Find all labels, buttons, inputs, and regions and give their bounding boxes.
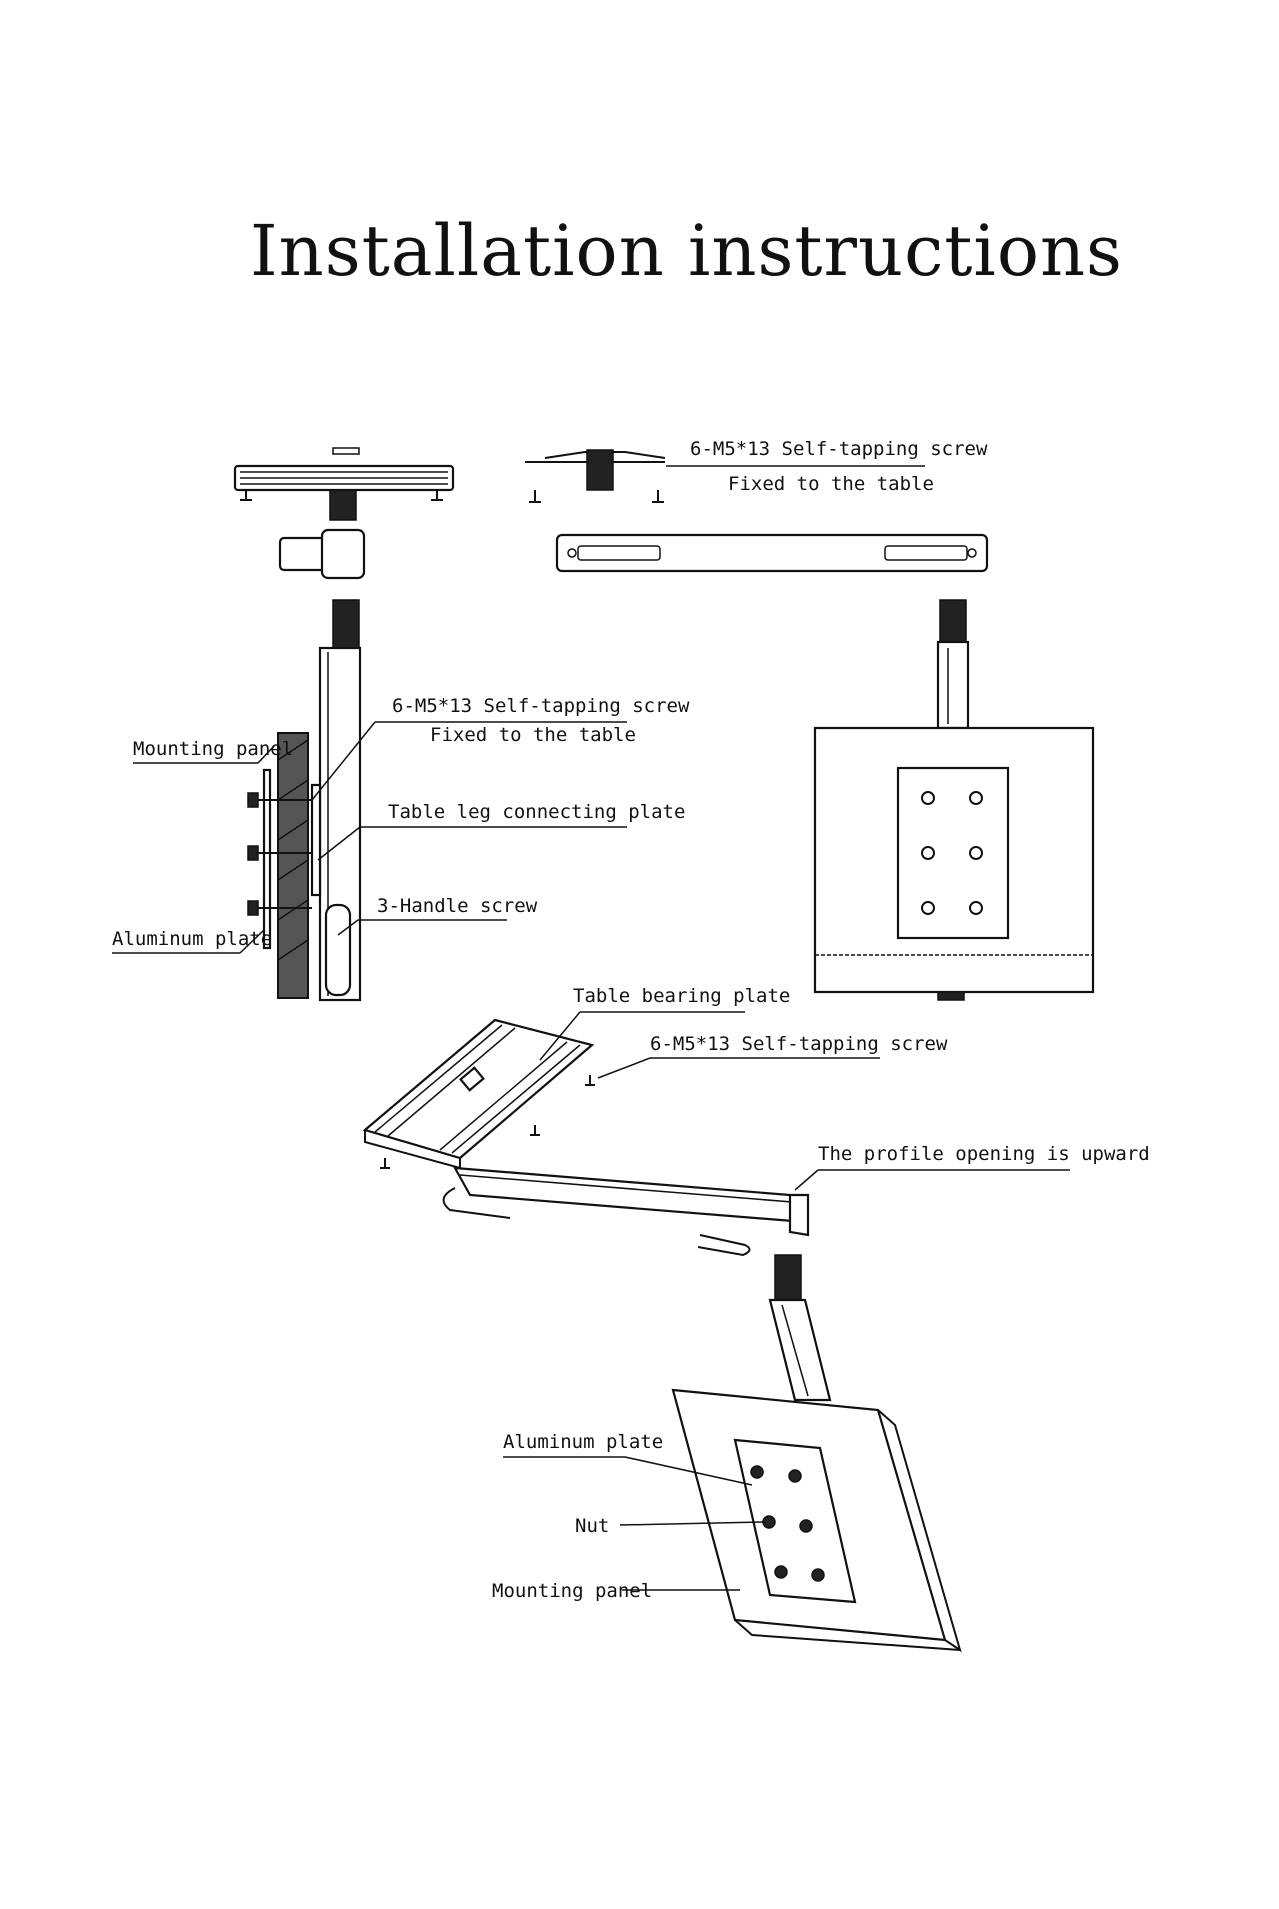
screw-icon [585,1075,595,1086]
threaded-shaft [329,489,357,521]
mid-screw-label: 6-M5*13 Self-tapping screw [392,695,690,717]
aluminum-plate-left-label: Aluminum plate [112,928,272,950]
mounting-panel-bottom-label: Mounting panel [492,1580,652,1602]
screw-icon [240,490,252,501]
top-left-assembly [233,447,455,649]
leg-tube-iso [768,1298,832,1402]
cap-marker [332,447,360,455]
top-fixed-label: Fixed to the table [728,473,934,495]
table-leg-plate-label: Table leg connecting plate [388,801,685,823]
nut-icon [969,791,983,805]
joint-stub [278,536,328,572]
nut-icon [969,846,983,860]
joint-block [320,528,366,580]
table-leg-connecting-plate [310,783,322,897]
mounting-panel-left-label: Mounting panel [133,738,293,760]
top-right-assembly: 6-M5*13 Self-tapping screw Fixed to the … [525,438,1095,1001]
arm-profile [453,1166,807,1224]
top-screw-label: 6-M5*13 Self-tapping screw [690,438,988,460]
mounting-panel-section [277,732,309,999]
aluminum-plate-section [262,768,272,950]
table-bearing-plate [362,1018,595,1160]
slot [884,545,968,561]
nut-group [750,1465,825,1582]
nut-label: Nut [575,1515,609,1537]
mid-fixed-label: Fixed to the table [430,724,636,746]
table-bearing-plate-label: Table bearing plate [573,985,790,1007]
handle-screw-label: 3-Handle screw [377,895,538,917]
threaded-shaft [774,1254,802,1301]
aluminum-plate-front [896,766,1010,940]
threaded-shaft [586,449,614,491]
threaded-shaft-lower [332,599,360,649]
nut-icon [921,791,935,805]
nut-icon [969,901,983,915]
handle-lever-left [442,1187,511,1219]
bolt-row [247,792,312,916]
aluminum-plate-bottom-label: Aluminum plate [503,1431,663,1453]
screw-icon [652,490,664,503]
profile-top-view [555,533,989,573]
handle-lever-right [697,1234,751,1257]
isometric-assembly: Table bearing plate 6-M5*13 Self-tapping… [362,985,1150,1653]
page-title: Installation instructions [250,210,1123,292]
slot [577,545,661,561]
screw-icon [380,1158,390,1169]
bearing-screw-label: 6-M5*13 Self-tapping screw [650,1033,948,1055]
screw-icon [431,490,443,501]
nut-icon [921,901,935,915]
nut-icon [921,846,935,860]
aluminum-plate-iso [733,1438,857,1604]
profile-opening-label: The profile opening is upward [818,1143,1150,1165]
center-nut [459,1066,485,1092]
threaded-shaft [939,599,967,643]
screw-icon [530,1125,540,1136]
leg-tube [936,640,970,730]
screw-icon [529,490,541,503]
arm-end-cap [788,1193,810,1237]
middle-left-section: Mounting panel 6-M5*13 Self-tapping scre… [112,646,690,1002]
handle-screw [324,903,352,997]
